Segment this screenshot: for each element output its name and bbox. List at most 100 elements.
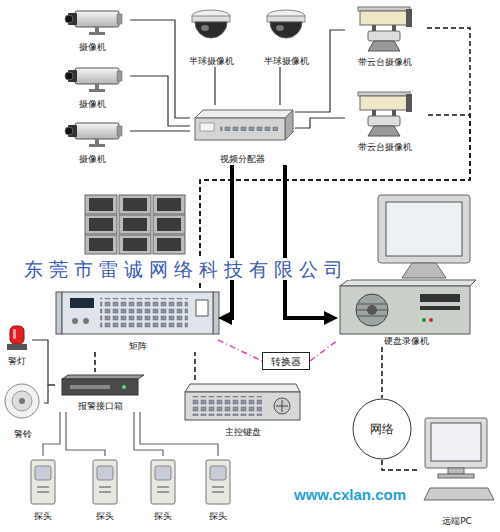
device-caption: 矩阵 <box>129 340 147 352</box>
remote-pc-node: 远端PC <box>418 415 496 527</box>
device-top <box>195 110 293 118</box>
keyboard-keys <box>192 396 262 416</box>
device-panel <box>200 123 214 131</box>
status-led <box>422 318 426 322</box>
video-cable <box>130 76 190 126</box>
pc-screen <box>431 423 481 461</box>
joystick <box>274 398 290 414</box>
monitor-screen <box>386 202 462 256</box>
bell-face <box>12 391 32 411</box>
monitor-screen <box>123 238 147 251</box>
network-circle <box>353 399 411 459</box>
video-distributor-icon <box>195 110 293 140</box>
keyboard-front <box>185 392 300 420</box>
control-line <box>381 347 383 398</box>
monitor-screen <box>123 198 147 211</box>
device-caption: 警铃 <box>14 428 32 440</box>
video-cable <box>130 20 190 118</box>
dvr-icon <box>340 280 476 334</box>
matrix-display <box>70 298 94 308</box>
video-cable <box>295 30 345 112</box>
matrix-node: 矩阵 <box>58 288 218 352</box>
box-camera <box>65 123 122 147</box>
detector-node: 探头 <box>85 456 125 522</box>
pc-neck <box>448 468 464 474</box>
alarm-light-node: 警灯 <box>2 320 32 367</box>
box-led <box>122 385 126 389</box>
ptz-camera-node: 带云台摄像机 <box>345 88 425 153</box>
camera-node: 摄像机 <box>55 117 130 165</box>
control-line <box>200 28 470 288</box>
monitor-screen <box>123 218 147 231</box>
monitor-stand <box>402 263 446 278</box>
keyboard-icon <box>185 384 300 420</box>
matrix-icon <box>56 292 219 334</box>
alarm-wire <box>43 412 60 456</box>
monitor-screen <box>89 218 113 231</box>
device-caption: 警灯 <box>8 355 26 367</box>
matrix-keys <box>100 298 188 328</box>
light-base <box>7 344 27 350</box>
device-caption: 摄像机 <box>79 41 106 53</box>
dome-camera <box>267 10 305 38</box>
video-cable <box>214 67 215 105</box>
keyboard-top <box>185 384 300 392</box>
converter-link <box>218 340 262 361</box>
box-front <box>62 379 138 395</box>
monitor-frame <box>153 195 185 214</box>
distributor-node: 视频分配器 <box>190 105 295 165</box>
detector-node: 探头 <box>198 456 238 522</box>
monitor-frame <box>153 215 185 234</box>
device-side <box>285 110 293 140</box>
device-caption: 半球摄像机 <box>264 55 309 67</box>
device-caption: 半球摄像机 <box>189 55 234 67</box>
website-text: www.cxlan.com <box>292 486 408 503</box>
fan-hub <box>367 305 377 315</box>
monitor-screen <box>157 238 181 251</box>
detector <box>31 460 55 504</box>
monitor-screen <box>157 198 181 211</box>
dome-camera-node: 半球摄像机 <box>255 5 317 67</box>
device-caption: 探头 <box>96 510 114 522</box>
ptz-camera <box>358 92 412 136</box>
monitor-frame <box>153 235 185 254</box>
matrix-front <box>62 292 213 334</box>
rack-ear <box>56 292 62 334</box>
alarm-wire <box>140 412 218 456</box>
ptz-camera <box>358 7 412 51</box>
dvr-fan <box>356 294 388 326</box>
device-caption: 摄像机 <box>79 98 106 110</box>
alarm-wire <box>66 412 105 456</box>
pc-bezel <box>425 418 487 468</box>
rack-ear <box>213 292 219 334</box>
dome-camera <box>192 10 230 38</box>
network-ellipse: 网络 <box>352 398 412 460</box>
alarm-bell-icon <box>5 384 39 418</box>
alarm-box-icon <box>62 375 144 395</box>
ptz-camera-node: 带云台摄像机 <box>345 3 425 68</box>
detector-node: 探头 <box>23 456 63 522</box>
detector <box>93 460 117 504</box>
alarm-light-icon <box>7 326 27 350</box>
video-cable <box>32 340 55 385</box>
box-top <box>62 375 144 379</box>
label-holder: www.cxlan.com <box>292 486 408 503</box>
matrix-knob <box>72 318 78 324</box>
disk-slot <box>420 306 460 310</box>
pc-foot <box>438 474 474 478</box>
device-caption: 探头 <box>154 510 172 522</box>
light-dome <box>10 326 24 344</box>
detector <box>151 460 175 504</box>
dome-camera-node: 半球摄像机 <box>180 5 242 67</box>
camera-node: 摄像机 <box>55 62 130 110</box>
monitor-wall <box>85 195 185 254</box>
video-trunk-arrow <box>285 165 328 318</box>
converter-box: 转换器 <box>262 352 310 370</box>
disk-slot <box>420 294 460 302</box>
bell-center <box>19 398 25 404</box>
fan-grille <box>356 304 388 316</box>
control-line <box>382 460 418 470</box>
box-camera <box>65 11 122 35</box>
device-caption: 硬盘录像机 <box>384 335 429 347</box>
power-switch <box>196 300 208 316</box>
